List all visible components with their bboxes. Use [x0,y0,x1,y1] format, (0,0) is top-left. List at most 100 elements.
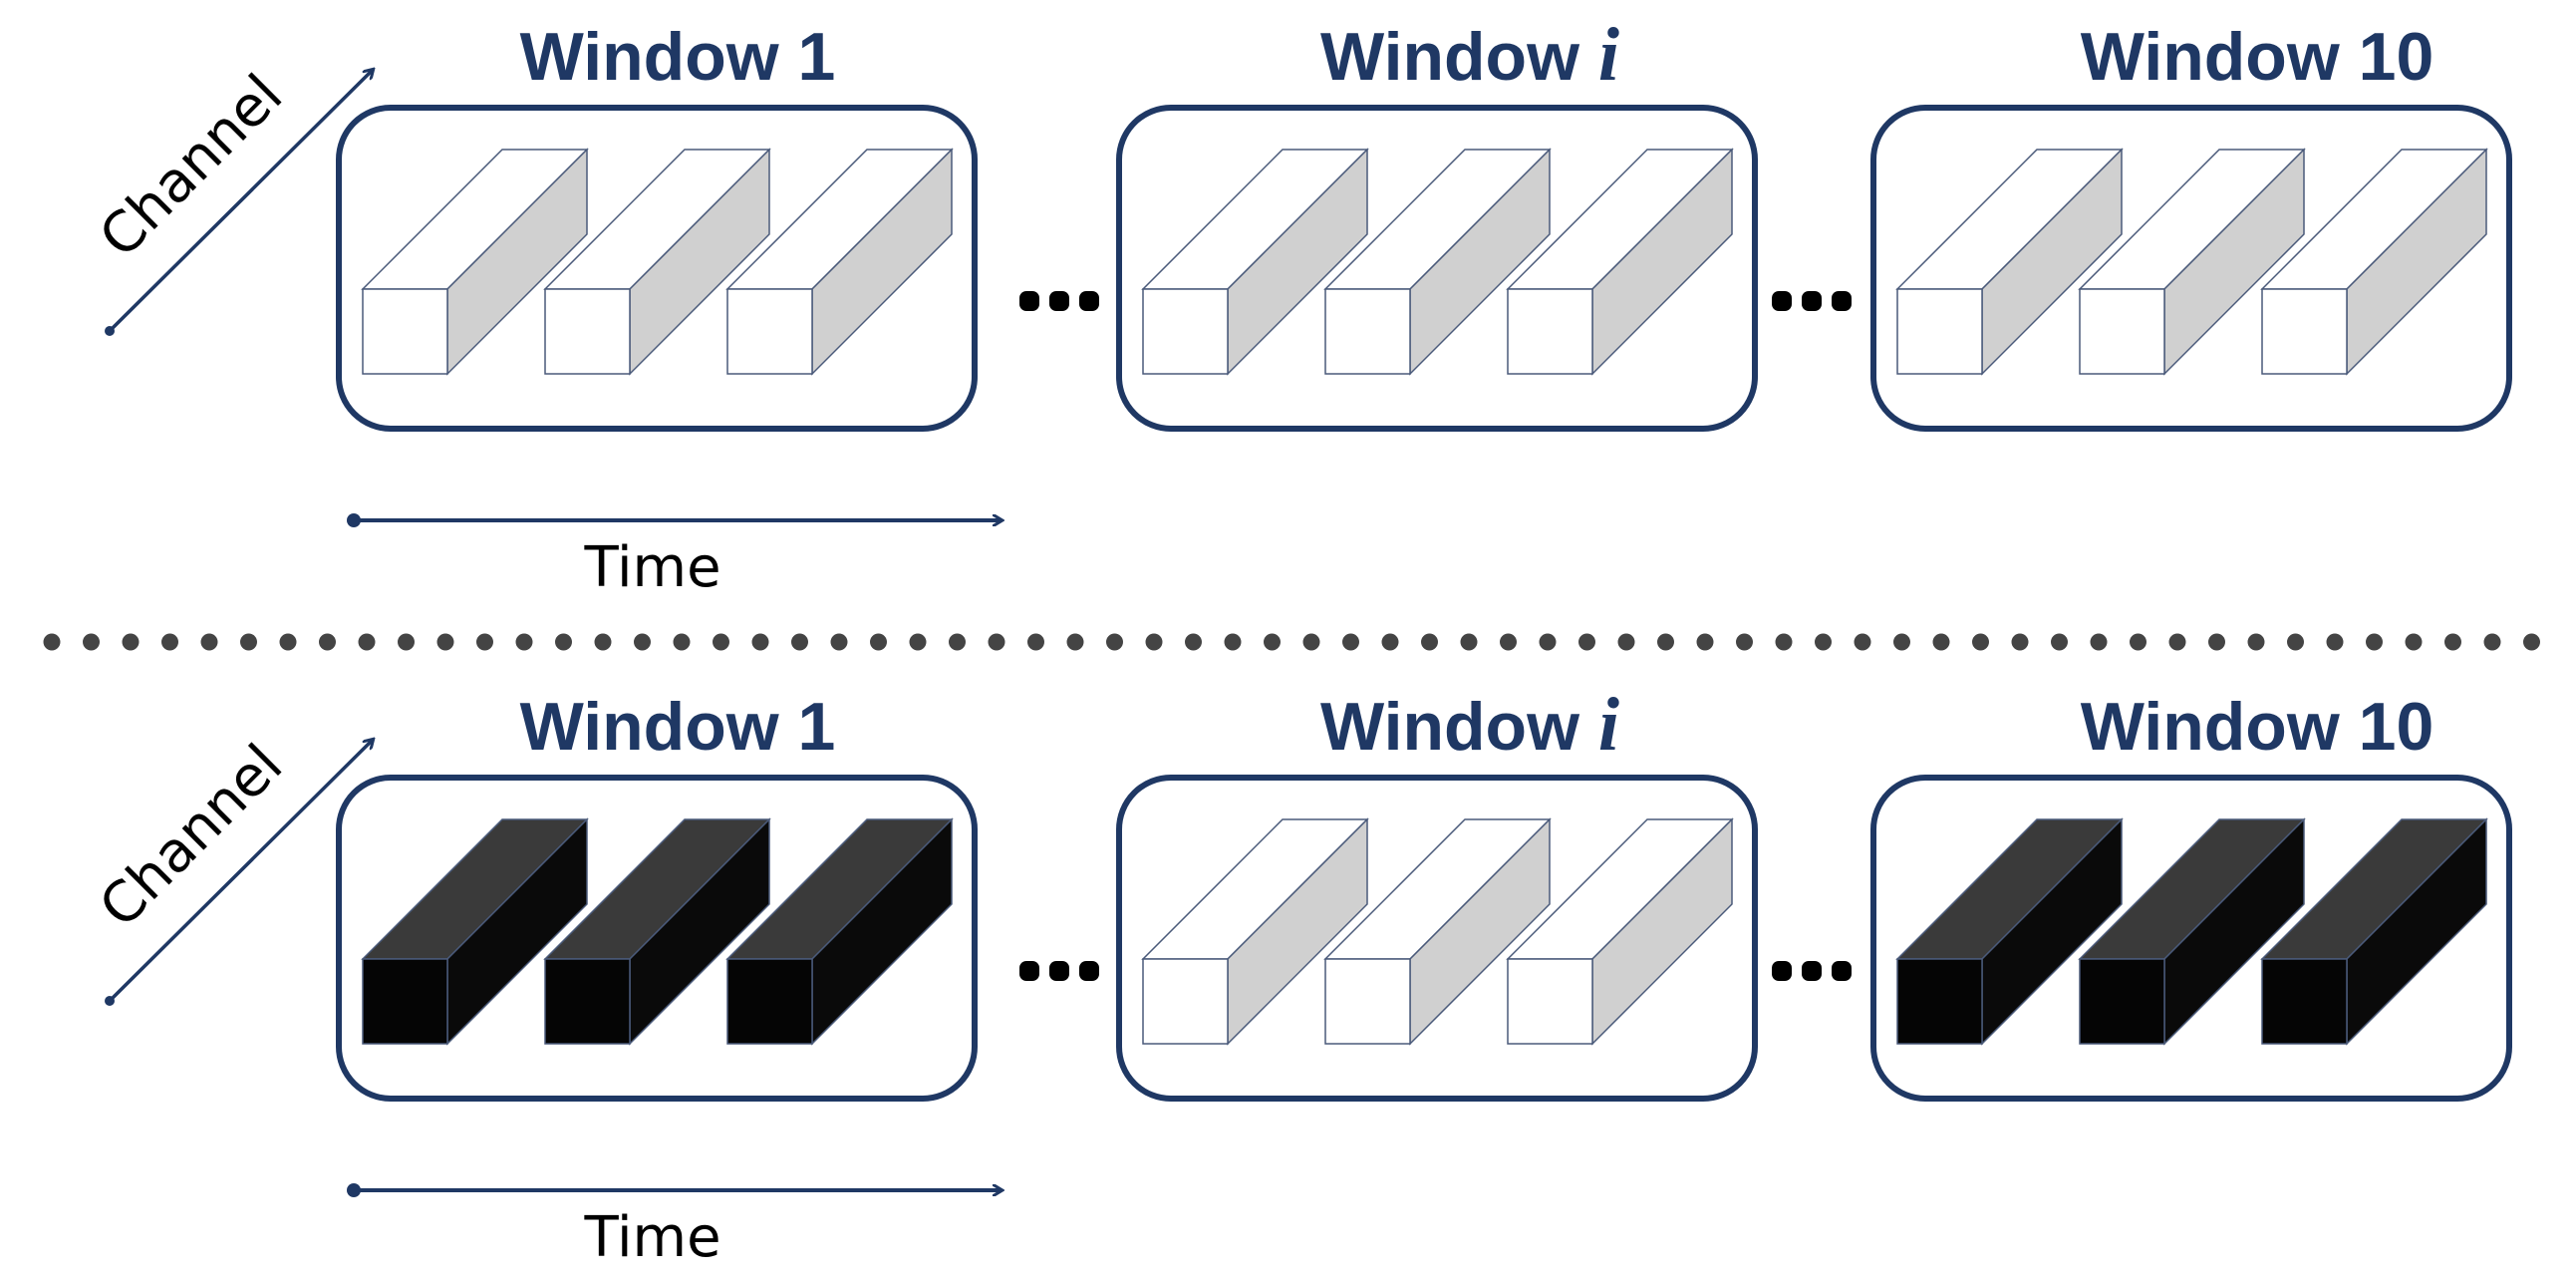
cell-front-face [1896,288,1983,375]
separator-dot [830,633,848,651]
separator-dot [1460,633,1478,651]
panel-separator [43,633,2540,651]
window-title: Window 1 [520,689,836,765]
separator-dot [319,633,336,651]
cell-front-face [2261,288,2348,375]
window-3: Window 10 [1870,19,2512,432]
channel-arrow [108,740,373,1003]
channel-cell [1323,148,1552,376]
ellipsis-icon [1772,291,1852,311]
panel-1: Channel Window 1 Window i Window 10 Time [88,13,2512,600]
separator-dot [1145,633,1163,651]
separator-dot [2287,633,2304,651]
cell-front-face [2079,288,2165,375]
separator-dot [2208,633,2225,651]
window-title-prefix: Window [520,689,780,765]
separator-dot [122,633,140,651]
window-title-prefix: Window [2081,19,2341,95]
separator-dot [398,633,415,651]
cell-front-face [1324,288,1411,375]
cell-front-face [1142,288,1229,375]
separator-dot [83,633,100,651]
separator-dot [909,633,927,651]
separator-dot [1696,633,1714,651]
ellipsis-icon [1019,961,1099,981]
window-title-index: 1 [798,19,836,95]
separator-dot [594,633,612,651]
separator-dot [751,633,769,651]
window-title-index: 1 [798,689,836,765]
cell-front-face [362,958,448,1045]
separator-dot [1342,633,1359,651]
window-title-index: 10 [2359,689,2434,765]
separator-dot [476,633,493,651]
masked-channel-cell [725,817,954,1046]
cell-front-face [2261,958,2348,1045]
separator-dot [949,633,966,651]
separator-dot [1302,633,1320,651]
cell-front-face [1507,958,1593,1045]
channel-cell [543,148,771,376]
channel-axis: Channel [88,733,373,1006]
separator-dot [279,633,297,651]
separator-dot [358,633,376,651]
cell-front-face [362,288,448,375]
time-axis: Time [347,513,1002,600]
separator-dot [1736,633,1753,651]
separator-dot [1500,633,1517,651]
separator-dot [2011,633,2029,651]
masked-channel-cell [2260,817,2488,1046]
separator-dot [713,633,729,651]
window-title: Window i [1320,683,1619,767]
channel-arrow [108,70,373,333]
time-axis-label: Time [583,535,720,600]
separator-dot [1972,633,1989,651]
channel-cell [1323,817,1552,1046]
cell-front-face [726,958,813,1045]
window-title-prefix: Window [2081,689,2341,765]
cell-front-face [1507,288,1593,375]
window-2: Window i [1116,13,1758,432]
separator-dot [43,633,61,651]
channel-cell [725,148,954,376]
separator-dot [870,633,887,651]
separator-dot [2168,633,2186,651]
separator-dot [2523,633,2540,651]
separator-dot [1815,633,1832,651]
window-2: Window i [1116,683,1758,1102]
ellipsis-icon [1772,961,1852,981]
separator-dot [1657,633,1674,651]
channel-cell [361,148,589,376]
masked-channel-cell [543,817,771,1046]
separator-dot [1106,633,1123,651]
separator-dot [161,633,178,651]
channel-cell [1506,817,1734,1046]
separator-dot [988,633,1005,651]
separator-dot [1775,633,1793,651]
separator-dot [240,633,257,651]
channel-axis-label: Channel [88,63,296,271]
cell-front-face [1324,958,1411,1045]
separator-dot [2366,633,2383,651]
channel-cell [2078,148,2306,376]
separator-dot [1893,633,1910,651]
separator-dot [1578,633,1595,651]
time-axis-label: Time [583,1205,720,1270]
separator-dot [436,633,454,651]
window-title-prefix: Window [1320,19,1580,95]
separator-dot [1617,633,1635,651]
cell-front-face [726,288,813,375]
separator-dot [2483,633,2501,651]
window-title: Window 10 [2081,19,2434,95]
separator-dot [1854,633,1871,651]
separator-dot [2051,633,2068,651]
masked-channel-cell [361,817,589,1046]
separator-dot [2444,633,2461,651]
cell-front-face [1896,958,1983,1045]
separator-dot [2130,633,2147,651]
channel-cell [1141,817,1369,1046]
window-title: Window 10 [2081,689,2434,765]
separator-dot [634,633,651,651]
channel-cell [2260,148,2488,376]
